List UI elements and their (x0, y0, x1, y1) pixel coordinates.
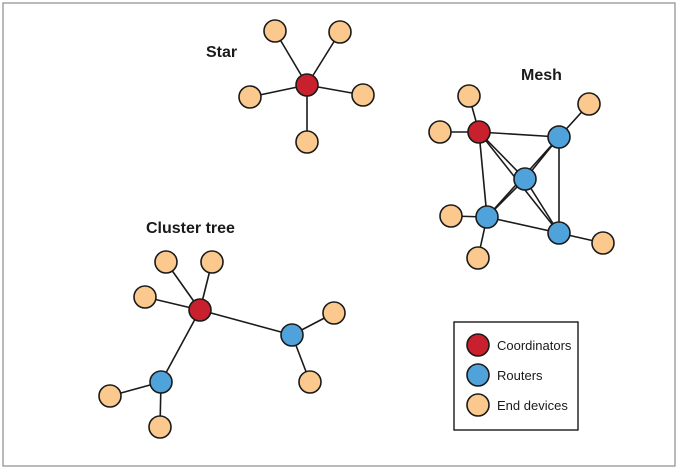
legend-coordinator-swatch (466, 333, 490, 357)
end-device-node (577, 92, 601, 116)
edge (478, 131, 560, 138)
mesh-topology: Mesh (428, 67, 615, 270)
end-device-node (298, 370, 322, 394)
router-node (547, 221, 571, 245)
mesh-title: Mesh (521, 67, 562, 84)
star-title: Star (206, 44, 237, 61)
end-device-node (295, 130, 319, 154)
cluster-tree-title: Cluster tree (146, 220, 235, 237)
star-topology: Star (206, 19, 375, 154)
end-device-node (457, 84, 481, 108)
router-node (149, 370, 173, 394)
end-device-node (148, 415, 172, 439)
end-device-node (439, 204, 463, 228)
end-device-node (322, 301, 346, 325)
legend: Coordinators Routers End devices (453, 321, 579, 431)
router-node (547, 125, 571, 149)
cluster-tree-topology: Cluster tree (98, 220, 346, 439)
end-device-node (98, 384, 122, 408)
legend-router-swatch (466, 363, 490, 387)
end-device-node (154, 250, 178, 274)
end-device-node (238, 85, 262, 109)
router-node (280, 323, 304, 347)
legend-routers-label: Routers (497, 368, 543, 383)
router-node (513, 167, 537, 191)
legend-end-device-swatch (466, 393, 490, 417)
end-device-node (200, 250, 224, 274)
edge (199, 309, 293, 336)
edge (478, 131, 488, 218)
router-node (475, 205, 499, 229)
end-device-node (351, 83, 375, 107)
legend-end-devices-label: End devices (497, 398, 568, 413)
edge (486, 216, 560, 234)
legend-coordinators-label: Coordinators (497, 338, 572, 353)
end-device-node (133, 285, 157, 309)
end-device-node (263, 19, 287, 43)
end-device-node (466, 246, 490, 270)
coordinator-node (467, 120, 491, 144)
coordinator-node (188, 298, 212, 322)
end-device-node (591, 231, 615, 255)
end-device-node (428, 120, 452, 144)
coordinator-node (295, 73, 319, 97)
end-device-node (328, 20, 352, 44)
edge (160, 309, 201, 383)
